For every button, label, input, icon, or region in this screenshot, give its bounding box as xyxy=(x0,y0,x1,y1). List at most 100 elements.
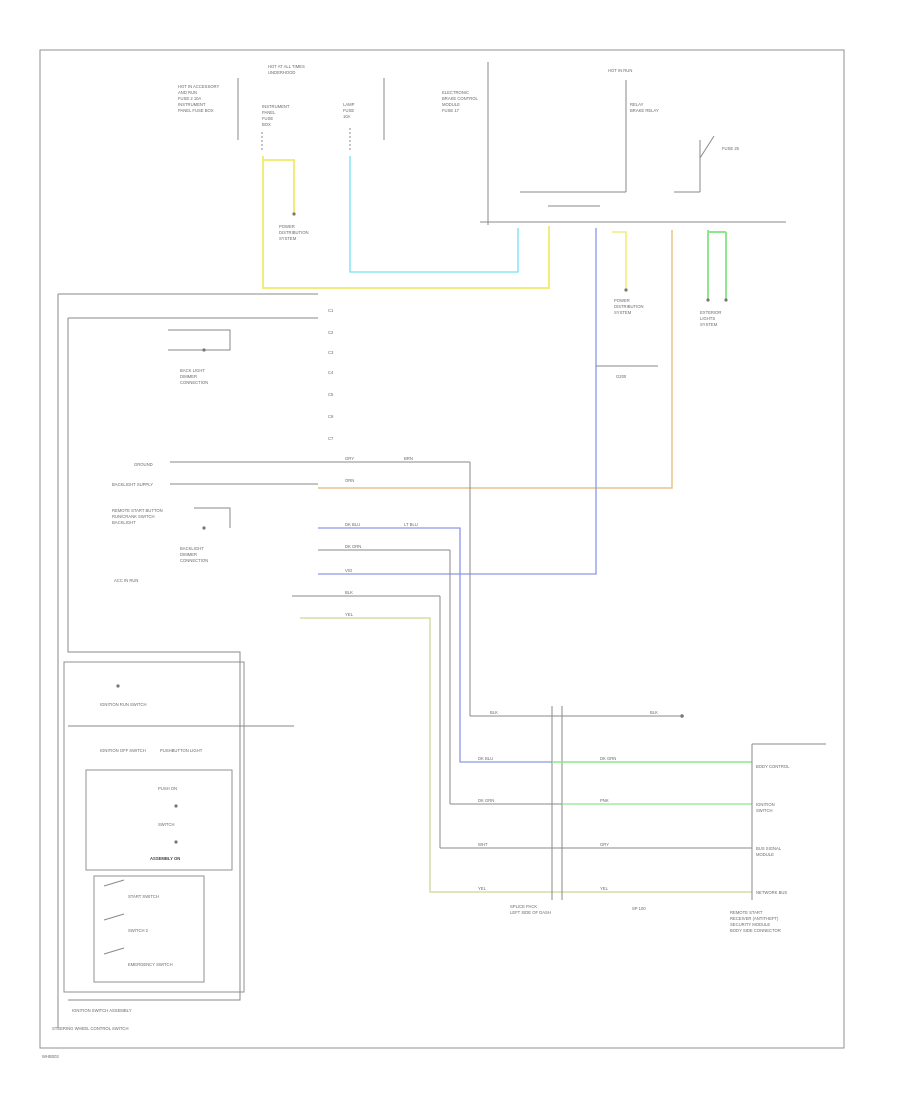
svg-text:C3: C3 xyxy=(328,350,334,355)
svg-text:FUSE 25: FUSE 25 xyxy=(722,146,740,151)
right-top-block: ELECTRONIC BRAKE CONTROL MODULE FUSE 17 … xyxy=(442,68,740,151)
svg-text:DK BLU: DK BLU xyxy=(478,756,493,761)
svg-text:BRAKE CONTROL: BRAKE CONTROL xyxy=(442,96,479,101)
svg-text:SYSTEM: SYSTEM xyxy=(279,236,297,241)
wire-color-tags: GRY BRN ORN DK BLU LT BLU DK GRN VIO BLK… xyxy=(345,456,658,891)
svg-text:DK GRN: DK GRN xyxy=(600,756,616,761)
svg-text:DK GRN: DK GRN xyxy=(478,798,494,803)
svg-text:BLK: BLK xyxy=(490,710,498,715)
svg-text:LIGHTS: LIGHTS xyxy=(700,316,715,321)
svg-text:PUSHBUTTON LIGHT: PUSHBUTTON LIGHT xyxy=(160,748,203,753)
svg-text:IGNITION OFF SWITCH: IGNITION OFF SWITCH xyxy=(100,748,146,753)
svg-text:BODY SIDE CONNECTOR: BODY SIDE CONNECTOR xyxy=(730,928,781,933)
svg-text:BUS SIGNAL: BUS SIGNAL xyxy=(756,846,782,851)
svg-text:SP 100: SP 100 xyxy=(632,906,646,911)
pin-column: C1 C2 C3 C4 C5 C6 C7 xyxy=(328,308,334,441)
svg-text:LT BLU: LT BLU xyxy=(404,522,418,527)
svg-text:YEL: YEL xyxy=(478,886,487,891)
svg-text:BRN: BRN xyxy=(404,456,413,461)
svg-text:DK GRN: DK GRN xyxy=(345,544,361,549)
ext-lamps-label: EXTERIOR LIGHTS SYSTEM xyxy=(700,310,721,327)
svg-text:YEL: YEL xyxy=(345,612,354,617)
svg-text:RUN/CRANK SWITCH: RUN/CRANK SWITCH xyxy=(112,514,155,519)
svg-text:C1: C1 xyxy=(328,308,334,313)
svg-text:SWITCH 2: SWITCH 2 xyxy=(128,928,149,933)
svg-text:SWITCH: SWITCH xyxy=(756,808,773,813)
svg-text:REMOTE START: REMOTE START xyxy=(730,910,763,915)
svg-text:BACKLIGHT SUPPLY: BACKLIGHT SUPPLY xyxy=(112,482,153,487)
svg-text:DIMMER: DIMMER xyxy=(180,552,197,557)
svg-text:IGNITION SWITCH ASSEMBLY: IGNITION SWITCH ASSEMBLY xyxy=(72,1008,132,1013)
blue-wire-long xyxy=(318,228,597,575)
svg-text:SYSTEM: SYSTEM xyxy=(614,310,632,315)
backlight-box-label: BACK LIGHT DIMMER CONNECTION xyxy=(180,368,208,385)
cyan-wire xyxy=(349,156,519,273)
svg-text:POWER: POWER xyxy=(614,298,630,303)
svg-text:ACC IN RUN: ACC IN RUN xyxy=(114,578,138,583)
left-ground-label: POWER DISTRIBUTION SYSTEM xyxy=(279,224,309,241)
svg-text:PANEL: PANEL xyxy=(262,110,276,115)
svg-text:C7: C7 xyxy=(328,436,334,441)
svg-text:WHT: WHT xyxy=(478,842,488,847)
svg-text:BACKLIGHT: BACKLIGHT xyxy=(112,520,136,525)
svg-text:ELECTRONIC: ELECTRONIC xyxy=(442,90,469,95)
svg-text:PUSH ON: PUSH ON xyxy=(158,786,177,791)
svg-text:EXTERIOR: EXTERIOR xyxy=(700,310,721,315)
svg-text:AND RUN: AND RUN xyxy=(178,90,197,95)
svg-text:HOT AT ALL TIMES: HOT AT ALL TIMES xyxy=(268,64,305,69)
svg-text:STEERING WHEEL CONTROL SWITCH: STEERING WHEEL CONTROL SWITCH xyxy=(52,1026,128,1031)
svg-text:BOX: BOX xyxy=(262,122,271,127)
svg-text:ASSEMBLY ON: ASSEMBLY ON xyxy=(150,856,180,861)
switch-items: IGNITION RUN SWITCH IGNITION OFF SWITCH … xyxy=(100,702,203,753)
svg-text:NETWORK BUS: NETWORK BUS xyxy=(756,890,787,895)
svg-text:MODULE: MODULE xyxy=(756,852,774,857)
blue-wire-dk xyxy=(318,527,552,763)
svg-text:SECURITY MODULE: SECURITY MODULE xyxy=(730,922,770,927)
backlight-dim-label: BACKLIGHT DIMMER CONNECTION xyxy=(180,546,208,563)
svg-text:C5: C5 xyxy=(328,392,334,397)
svg-text:GRY: GRY xyxy=(600,842,609,847)
module-signal-labels: GROUND BACKLIGHT SUPPLY REMOTE START BUT… xyxy=(112,462,163,583)
svg-text:EMERGENCY SWITCH: EMERGENCY SWITCH xyxy=(128,962,173,967)
svg-text:C6: C6 xyxy=(328,414,334,419)
ignition-switch-frame xyxy=(63,661,245,993)
svg-text:ORN: ORN xyxy=(345,478,354,483)
diagram-frame xyxy=(39,49,845,1049)
svg-text:LEFT SIDE OF DASH: LEFT SIDE OF DASH xyxy=(510,910,551,915)
svg-text:GROUND: GROUND xyxy=(134,462,153,467)
svg-text:LAMP: LAMP xyxy=(343,102,355,107)
svg-text:INSTRUMENT: INSTRUMENT xyxy=(262,104,290,109)
svg-text:GRY: GRY xyxy=(345,456,354,461)
svg-text:BLK: BLK xyxy=(650,710,658,715)
top-fuse-block: HOT AT ALL TIMES UNDERHOOD HOT IN ACCESS… xyxy=(178,64,355,127)
svg-text:YEL: YEL xyxy=(600,886,609,891)
inner-switch-box xyxy=(85,769,233,871)
footer-code: WHB003 xyxy=(42,1054,59,1059)
svg-text:10A: 10A xyxy=(343,114,351,119)
svg-text:REMOTE START BUTTON: REMOTE START BUTTON xyxy=(112,508,163,513)
svg-text:IGNITION: IGNITION xyxy=(756,802,775,807)
svg-text:START SWITCH: START SWITCH xyxy=(128,894,159,899)
right-ground-label: POWER DISTRIBUTION SYSTEM xyxy=(614,298,644,315)
svg-text:HOT IN ACCESSORY: HOT IN ACCESSORY xyxy=(178,84,219,89)
right-module: BODY CONTROL IGNITION SWITCH BUS SIGNAL … xyxy=(730,743,826,933)
g-label: G200 xyxy=(616,374,627,379)
svg-text:BRAKE RELAY: BRAKE RELAY xyxy=(630,108,659,113)
switch-stack: START SWITCH SWITCH 2 EMERGENCY SWITCH xyxy=(103,879,173,967)
svg-text:PNK: PNK xyxy=(600,798,609,803)
svg-text:DK BLU: DK BLU xyxy=(345,522,360,527)
svg-text:FUSE 17: FUSE 17 xyxy=(442,108,460,113)
svg-text:UNDERHOOD: UNDERHOOD xyxy=(268,70,295,75)
svg-text:C4: C4 xyxy=(328,370,334,375)
svg-text:FUSE 2 10A: FUSE 2 10A xyxy=(178,96,201,101)
svg-text:RELAY: RELAY xyxy=(630,102,644,107)
yellow-wire xyxy=(262,156,550,289)
splice-pack: SPLICE PACK LEFT SIDE OF DASH SP 100 xyxy=(510,904,646,915)
svg-text:DIMMER: DIMMER xyxy=(180,374,197,379)
svg-text:DISTRIBUTION: DISTRIBUTION xyxy=(614,304,644,309)
svg-text:SYSTEM: SYSTEM xyxy=(700,322,718,327)
orange-wire xyxy=(318,230,673,489)
svg-text:CONNECTION: CONNECTION xyxy=(180,380,208,385)
svg-text:VIO: VIO xyxy=(345,568,353,573)
